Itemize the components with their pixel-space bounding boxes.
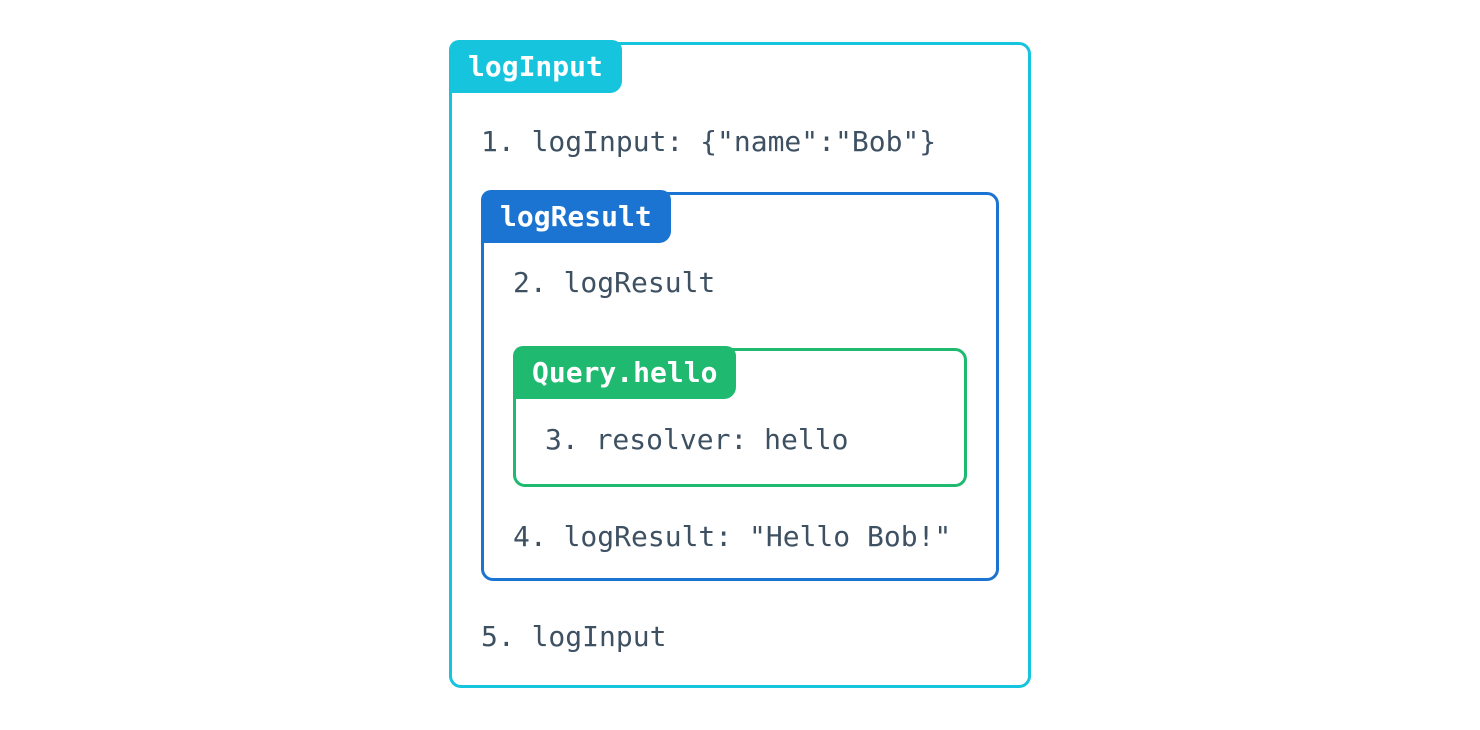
step-3-resolver: 3. resolver: hello: [545, 423, 849, 456]
box-logresult: logResult 2. logResult Query.hello 3. re…: [481, 190, 999, 581]
box-query-hello: Query.hello 3. resolver: hello: [513, 346, 967, 487]
box-loginput-tab-label: logInput: [449, 40, 622, 93]
box-logresult-tab-label: logResult: [481, 190, 671, 243]
step-5-loginput-after: 5. logInput: [481, 620, 667, 653]
box-query-hello-body: 3. resolver: hello: [516, 351, 964, 455]
step-4-logresult-after: 4. logResult: "Hello Bob!": [513, 520, 952, 553]
box-query-hello-tab-label: Query.hello: [513, 346, 737, 399]
box-loginput: logInput 1. logInput: {"name":"Bob"} log…: [449, 40, 1031, 688]
box-loginput-body: 1. logInput: {"name":"Bob"} logResult 2.…: [452, 45, 1028, 652]
box-logresult-body: 2. logResult Query.hello 3. resolver: he…: [484, 195, 996, 552]
step-2-logresult-before: 2. logResult: [513, 266, 716, 299]
step-1-loginput-before: 1. logInput: {"name":"Bob"}: [481, 125, 937, 158]
